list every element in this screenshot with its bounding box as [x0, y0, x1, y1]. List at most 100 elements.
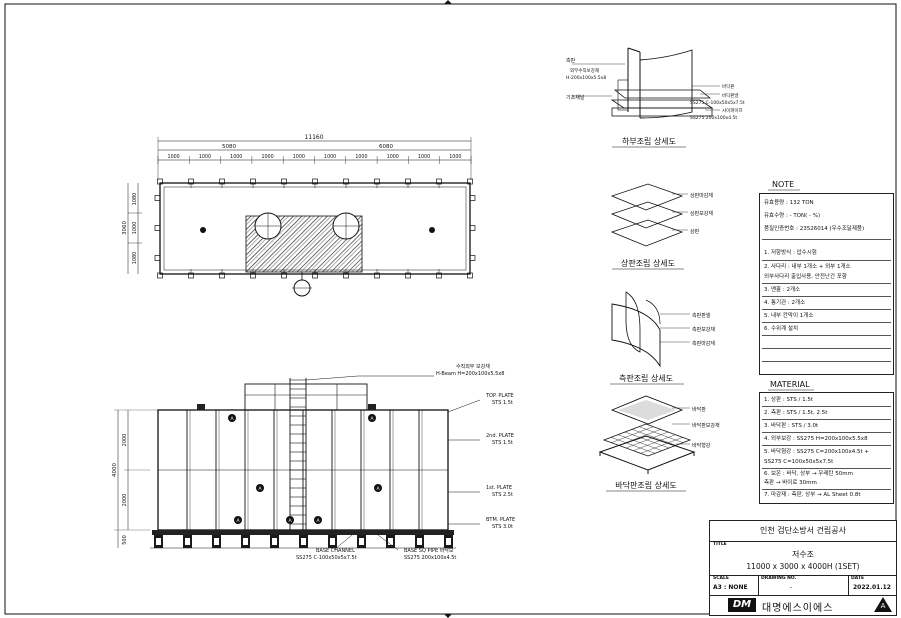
upper-label-reinforce: 상판보강재	[690, 210, 713, 217]
lower-label-channel-spec: SS275 C-100x50x5x7.5t	[690, 100, 745, 106]
upper-label-top: 상판	[690, 228, 700, 235]
base-channel-spec: SS275 C-100x50x5x7.5t	[296, 555, 357, 561]
plate-top-name: TOP. PLATE	[485, 393, 514, 399]
note-row: 3. 맨홀 : 2개소	[764, 287, 801, 293]
plan-module-dim: 1000	[449, 154, 461, 160]
note-row: 4. 통기관 : 2개소	[764, 300, 806, 306]
lower-label-stiffener: 외부수직보강재	[570, 67, 599, 74]
plan-half-right-dim: 6080	[379, 144, 393, 150]
plan-module-dim: 1000	[261, 154, 273, 160]
side-detail-title: 측판조립 상세도	[619, 373, 673, 383]
plan-overall-dim: 11160	[304, 134, 323, 141]
elev-height-lower: 2000	[122, 494, 128, 507]
bottom-detail-title: 바닥판조립 상세도	[615, 480, 676, 490]
lower-label-hbeam: H-200x100x5.5x8	[566, 75, 606, 81]
note-row: 유효용량 : 132 TON	[764, 200, 814, 206]
revision-mark: A	[880, 602, 886, 610]
marker-label: A	[288, 518, 292, 524]
note-title: NOTE	[772, 180, 794, 189]
plan-module-dim: 1000	[324, 154, 336, 160]
drawing-title: 저수조	[791, 550, 815, 559]
material-row: 1. 상판 : STS / 1.5t	[764, 397, 814, 403]
date-value: 2022.01.12	[853, 584, 891, 591]
scale-label: SCALE	[713, 576, 729, 581]
plate-labels: TOP. PLATE STS 1.5t 2nd. PLATE STS 1.5t …	[447, 393, 515, 530]
plan-module-dim: 1000	[387, 154, 399, 160]
center-mark-top	[444, 0, 452, 4]
elev-top-note-2: H-Beam H=200x100x5.5x8	[436, 371, 504, 377]
material-row: 측판 → 바이로 30mm	[764, 480, 817, 486]
material-row: 3. 바닥판 : STS / 3.0t	[764, 423, 819, 429]
drawing-no-label: DRAWING NO.	[761, 576, 797, 581]
plan-view: 11160 5080 6080 1000 1000 1000 1000 1000 1000…	[122, 134, 476, 297]
base-channel-bar	[152, 530, 454, 535]
company-name: 대명에스이에스	[762, 603, 834, 614]
lower-assembly-detail: 측판 외부수직보강재 H-200x100x5.5x8 기초채널 바닥판 바닥판넬…	[566, 47, 745, 148]
note-row: 5. 내부 칸막이 1개소	[764, 313, 814, 319]
base-pipe-label: BASE SQ PIPE 바닥보	[404, 547, 454, 554]
note-row: 1. 저항방식 : 압수시험	[764, 250, 817, 256]
bottom-label-floor: 바닥판	[692, 406, 706, 413]
elev-height-total: 4000	[112, 463, 118, 477]
base-channel-label: BASE CHANNEL	[316, 548, 355, 554]
vent-right	[429, 227, 435, 233]
marker-label: A	[370, 416, 374, 422]
plate-2nd-name: 2nd. PLATE	[486, 433, 514, 439]
plate-btm-spec: STS 3.0t	[492, 524, 513, 530]
elev-top-note-1: 수직외부 보강재	[456, 363, 490, 370]
plan-module-dim: 1000	[168, 154, 180, 160]
marker-label: A	[376, 486, 380, 492]
side-label-reinforce: 측판보강재	[692, 326, 715, 333]
material-row: 2. 측판 : STS / 1.5t, 2.5t	[764, 410, 828, 416]
note-row: 유효수량 : - TON( - %)	[764, 213, 821, 219]
note-row: 2. 사다리 : 내부 1개소 + 외부 1개소	[764, 264, 851, 270]
bottom-assembly-detail: 바닥판 바닥판보강재 바닥형강 바닥판조립 상세도	[598, 395, 720, 492]
drawing-no-value: -	[790, 584, 793, 591]
side-label-finish: 측판마감재	[692, 340, 715, 347]
elevation-vertical-stiffeners	[186, 404, 423, 530]
inner-ladder	[289, 379, 307, 530]
lower-label-pipe-spec: SS275 200x100x4.5t	[690, 115, 737, 121]
upper-detail-title: 상판조립 상세도	[621, 258, 675, 268]
note-row: 외부사다리 출입사용, 안전난간 포함	[764, 274, 847, 280]
plan-side-dim-3: 1080	[132, 252, 138, 265]
material-row: 4. 외부보강 : SS275 H=200x100x5.5x8	[764, 436, 868, 442]
material-row: SS275 C=100x50x5x7.5t	[764, 459, 834, 465]
material-row: 7. 마감재 : 측판, 상부 → AL Sheet 0.8t	[764, 492, 861, 498]
plan-side-total: 3060	[122, 221, 128, 235]
material-row: 6. 보온 : 바닥, 상부 → 우레탄 50mm	[764, 471, 853, 477]
scale-value: A3 : NONE	[713, 584, 748, 591]
marker-label: A	[316, 518, 320, 524]
plan-half-left-dim: 5080	[222, 144, 236, 150]
lower-label-floor-panel: 바닥판넬	[722, 92, 739, 99]
project-name: 인천 검단소방서 건립공사	[710, 521, 896, 542]
drawing-subtitle: 11000 x 3000 x 4000H (1SET)	[746, 562, 860, 571]
material-box: 1. 상판 : STS / 1.5t 2. 측판 : STS / 1.5t, 2…	[759, 392, 894, 504]
plate-2nd-spec: STS 1.5t	[492, 440, 513, 446]
plan-perimeter-ribs	[154, 178, 476, 279]
upper-assembly-detail: 상판마감재 상판보강재 상판 상판조립 상세도	[610, 183, 713, 270]
bottom-label-reinforce: 바닥판보강재	[692, 422, 720, 429]
elev-base-height: 500	[122, 535, 128, 545]
base-pipe-spec: SS275 200x100x4.5t	[404, 555, 456, 561]
plan-side-dim-2: 1000	[132, 222, 138, 235]
vent-left	[200, 227, 206, 233]
title-block: 인천 검단소방서 건립공사 TITLE 저수조 11000 x 3000 x 4…	[709, 520, 897, 616]
elev-height-upper: 2000	[122, 434, 128, 447]
plan-module-dim: 1000	[355, 154, 367, 160]
bottom-label-steel: 바닥형강	[692, 442, 711, 449]
marker-label: A	[230, 416, 234, 422]
note-box: 유효용량 : 132 TON 유효수량 : - TON( - %) 품질인증번호…	[759, 193, 894, 375]
plate-top-spec: STS 1.5t	[492, 400, 513, 406]
lower-label-side: 측판	[566, 57, 576, 64]
title-label: TITLE	[713, 542, 727, 547]
company-logo: DM	[728, 598, 756, 612]
note-row: 6. 수위계 설치	[764, 326, 799, 332]
lower-label-floor: 바닥판	[722, 83, 734, 90]
side-assembly-detail: 측판판넬 측판보강재 측판마감재 측판조립 상세도	[610, 291, 715, 385]
date-label: DATE	[851, 576, 865, 581]
side-label-panel: 측판판넬	[692, 312, 711, 319]
base-pipe-feet	[154, 535, 453, 548]
